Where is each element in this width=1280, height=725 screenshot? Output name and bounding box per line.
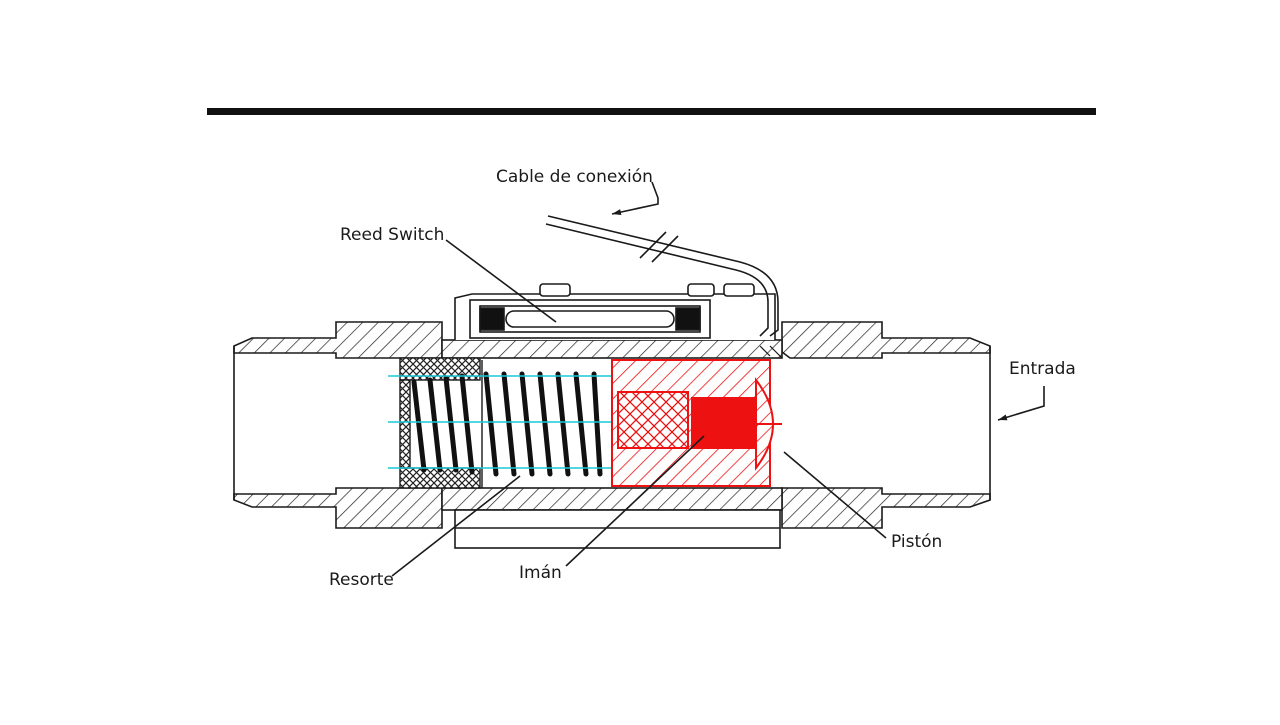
connection-cable [545,215,779,337]
label-piston: Pistón [891,532,942,552]
label-iman: Imán [519,563,562,583]
spring-coils [411,371,603,477]
guide-lines [388,375,634,469]
label-entrada: Entrada [1009,359,1076,379]
reed-switch [479,305,701,333]
label-reed-switch: Reed Switch [340,225,444,245]
top-bar [207,108,1096,115]
label-cable: Cable de conexión [496,167,653,187]
label-resorte: Resorte [329,570,394,590]
piston [611,359,782,487]
